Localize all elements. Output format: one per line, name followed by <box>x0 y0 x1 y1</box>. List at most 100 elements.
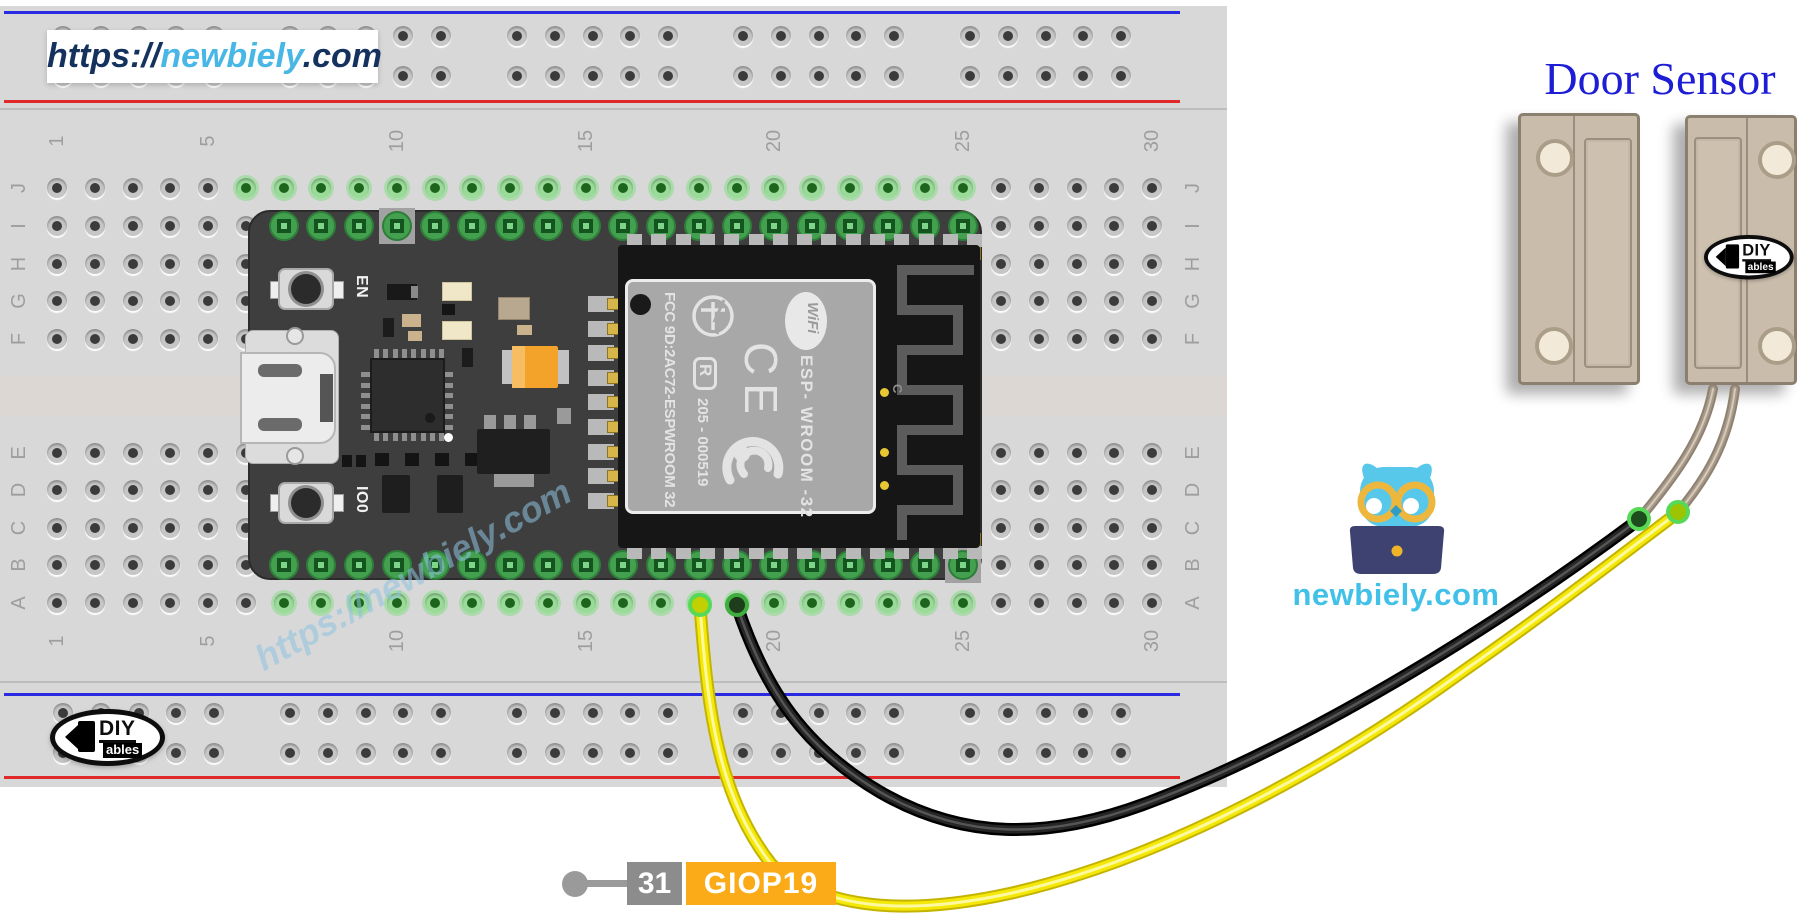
breadboard-hole <box>1066 443 1087 463</box>
breadboard-hole <box>84 291 105 311</box>
breadboard-hole <box>1104 480 1125 500</box>
breadboard-hole <box>47 178 67 198</box>
breadboard-hole <box>613 593 634 613</box>
chip-pin <box>374 349 379 358</box>
chip-pin <box>439 349 445 358</box>
espressif-swirl-icon <box>722 437 784 485</box>
row-letter-right: H <box>1182 256 1204 272</box>
row-letter-left: D <box>8 482 30 498</box>
breadboard-hole <box>839 178 860 198</box>
power-rail-hole <box>507 66 527 86</box>
chip-pin <box>444 403 453 409</box>
breadboard-hole <box>198 443 219 463</box>
column-number-label: 25 <box>952 129 975 153</box>
smd-resistor <box>356 455 366 467</box>
chip-pin <box>444 414 453 419</box>
url-scheme: https:// <box>47 37 161 75</box>
breadboard-hole <box>1066 593 1087 613</box>
row-letter-right: I <box>1182 223 1204 229</box>
breadboard-hole <box>1066 329 1087 349</box>
breadboard-hole <box>1028 443 1049 463</box>
breadboard-hole <box>84 593 105 613</box>
breadboard-hole <box>160 443 181 463</box>
breadboard-hole <box>122 593 143 613</box>
speaker-icon <box>1715 247 1726 267</box>
cap-terminal <box>502 350 514 384</box>
breadboard-hole <box>160 593 181 613</box>
door-sensor-magnet <box>1518 113 1640 385</box>
column-number-label: 10 <box>385 629 408 653</box>
breadboard-hole <box>1066 254 1087 274</box>
power-rail-hole <box>1111 743 1132 763</box>
power-rail-hole <box>393 66 414 86</box>
r-mark-label: R <box>696 364 715 377</box>
breadboard-hole <box>47 555 67 575</box>
laptop-logo-dot <box>1391 545 1403 557</box>
power-rail-hole <box>1073 66 1094 86</box>
breadboard-hole <box>160 480 181 500</box>
power-rail-hole <box>393 26 414 46</box>
breadboard-hole <box>122 555 143 575</box>
regulator-tab <box>494 474 534 487</box>
power-rail-hole <box>1035 26 1056 46</box>
owl-ear <box>1416 463 1432 478</box>
en-button <box>278 268 334 310</box>
column-number-label: 1 <box>46 135 68 147</box>
en-button-label: EN <box>353 275 370 299</box>
breadboard-hole <box>839 593 860 613</box>
white-dot <box>444 433 453 442</box>
power-rail-hole <box>997 743 1018 763</box>
power-rail-hole <box>431 743 452 763</box>
power-rail-hole <box>770 66 791 86</box>
breadboard-hole <box>991 443 1011 463</box>
breadboard-hole <box>991 593 1011 613</box>
breadboard-hole <box>500 178 521 198</box>
power-rail-hole <box>846 26 867 46</box>
breadboard-hole <box>915 178 936 198</box>
power-rail-hole <box>620 743 641 763</box>
speaker-icon <box>65 725 78 749</box>
chip-pin <box>383 349 389 358</box>
esp32-header-pin <box>532 211 563 241</box>
module-pad-stub <box>918 234 934 247</box>
breadboard-hole <box>386 178 407 198</box>
breadboard-hole <box>991 291 1011 311</box>
esp32-header-pin <box>381 550 412 580</box>
esp32-header-pin <box>306 211 337 241</box>
power-rail-hole <box>770 703 791 723</box>
antenna-feed-dot <box>880 448 889 457</box>
breadboard-hole <box>537 178 558 198</box>
breadboard-hole <box>877 178 898 198</box>
breadboard-hole <box>1028 254 1049 274</box>
chip-pin <box>361 372 370 377</box>
row-letter-left: H <box>8 256 30 272</box>
shield-dot <box>630 294 651 315</box>
breadboard-hole <box>273 593 294 613</box>
breadboard-hole <box>991 480 1011 500</box>
chip-pin <box>383 432 389 441</box>
breadboard-hole <box>84 216 105 236</box>
breadboard-hole <box>198 291 219 311</box>
module-serial-label: 205 - 000519 <box>694 398 711 487</box>
row-letter-right: G <box>1182 293 1204 309</box>
breadboard-hole <box>311 593 332 613</box>
module-pad-stub <box>967 234 983 247</box>
power-rail-hole <box>393 703 414 723</box>
module-pad-stub <box>675 234 691 247</box>
breadboard-hole <box>235 178 256 198</box>
ce-mark-label: CE <box>735 342 787 422</box>
breadboard-hole <box>47 254 67 274</box>
power-rail-hole <box>997 703 1018 723</box>
chip-pin <box>361 424 370 430</box>
column-number-label: 25 <box>952 629 975 653</box>
smd-resistor <box>465 453 477 466</box>
breadboard-hole <box>651 593 672 613</box>
module-pad-stub <box>627 234 642 247</box>
breadboard-hole <box>688 593 709 613</box>
row-letter-right: D <box>1182 482 1204 498</box>
diyables-logo: DIY ables <box>1704 235 1794 280</box>
chip-pin <box>361 393 370 398</box>
usb-slot <box>258 418 302 431</box>
module-pad-stub <box>724 234 740 247</box>
smd-resistor <box>342 455 352 467</box>
